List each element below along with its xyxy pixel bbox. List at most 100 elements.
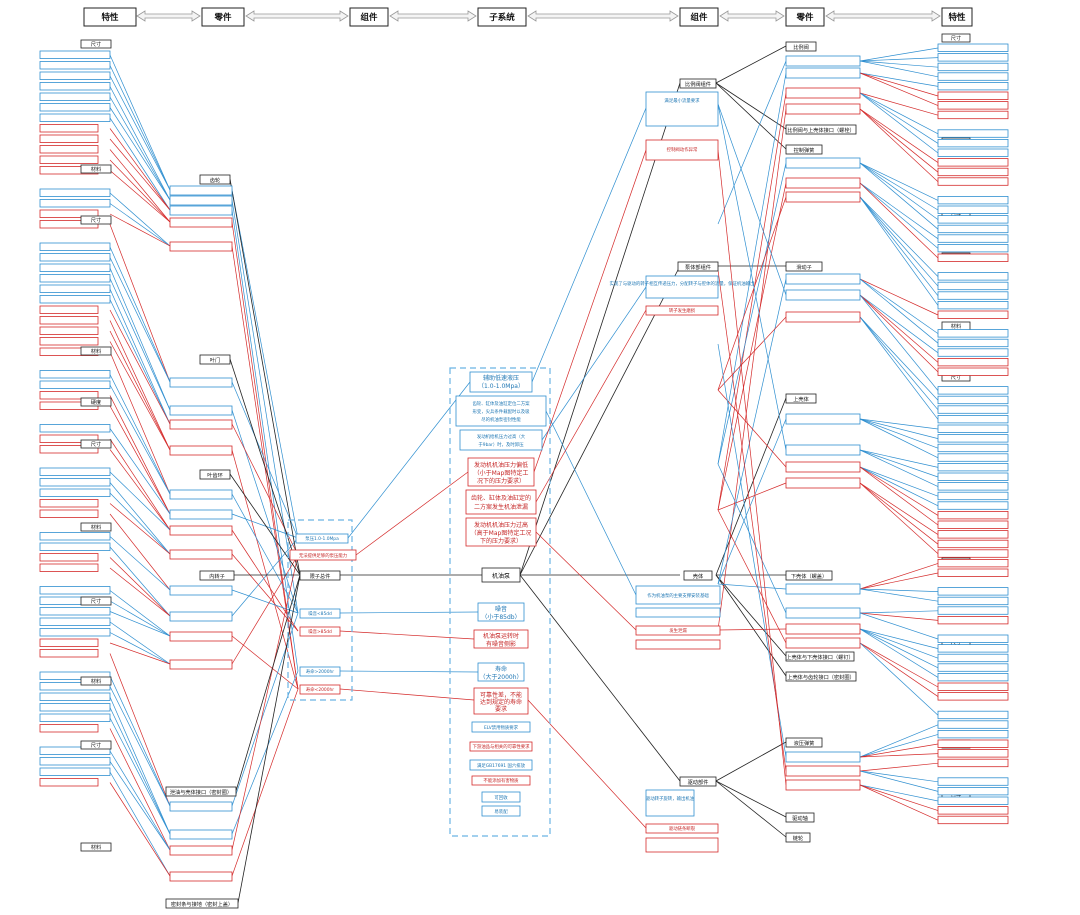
right-feature-row xyxy=(937,158,1009,167)
right-feature-wire xyxy=(859,418,939,459)
fail-seal-box xyxy=(465,489,537,515)
right-blue-wire-3 xyxy=(545,410,637,596)
std1-label: ELV禁用物质要求 xyxy=(484,724,519,731)
left-feature-wire xyxy=(109,75,171,191)
right-feature-wire xyxy=(859,628,939,659)
left-feature-row xyxy=(39,671,111,680)
left-feature-wire xyxy=(109,717,171,835)
left-size-label-3: 尺寸 xyxy=(91,440,101,448)
left-feature-row xyxy=(39,638,99,647)
left-feature-row xyxy=(39,424,111,433)
life-req-line-1: 寿命 xyxy=(495,665,507,673)
right-component-wire xyxy=(715,780,787,838)
left-feature-row xyxy=(39,134,99,143)
left-component-inner-rotor-box xyxy=(199,570,235,581)
left-feature-column xyxy=(39,50,111,787)
left-feature-row xyxy=(39,607,111,616)
left-feature-wire xyxy=(109,203,171,247)
right-feature-wire xyxy=(859,762,939,772)
right-feature-wire xyxy=(859,770,939,792)
left-part-wire xyxy=(231,221,299,690)
header-arrow-2 xyxy=(245,10,349,22)
left-material-box-4 xyxy=(80,676,112,686)
right-feature-row xyxy=(937,720,1009,729)
right-feature-wire xyxy=(859,784,939,811)
right-c1-func: 满足最小流量要求 xyxy=(664,97,700,104)
left-feature-row xyxy=(39,82,111,91)
right-material-label-3: 材料 xyxy=(951,322,961,330)
right-feature-row xyxy=(937,243,1009,253)
left-feature-row xyxy=(39,767,111,776)
right-part-wire xyxy=(717,509,787,644)
left-part-wire xyxy=(231,409,299,614)
right-c5-fail-box xyxy=(645,823,719,834)
right-feature-wire xyxy=(859,482,939,555)
left-feature-wire xyxy=(109,611,171,637)
right-feature-row xyxy=(937,787,1009,796)
right-feature-wire xyxy=(859,316,939,411)
req-pressure-line-1: 辅助低速液压 xyxy=(483,374,519,382)
right-feature-wire xyxy=(859,72,939,106)
right-part-wire xyxy=(717,162,787,465)
left-life-fail: 寿命<2000hr xyxy=(306,686,334,693)
left-size-label-2: 尺寸 xyxy=(91,216,101,224)
right-component-drive: 驱动部件 xyxy=(688,778,709,786)
left-feature-wire xyxy=(109,213,171,247)
left-component-cover-box xyxy=(165,898,239,909)
right-feature-row xyxy=(937,644,1009,653)
right-feature-wire xyxy=(859,743,939,758)
left-part-row xyxy=(169,405,233,416)
right-feature-wire xyxy=(859,162,939,201)
right-part-row xyxy=(785,273,861,285)
left-noise-req: 噪音<85dd xyxy=(308,610,332,617)
header-left-component: 组件 xyxy=(360,12,378,23)
right-feature-row xyxy=(937,739,1009,748)
life-fail-box xyxy=(473,687,529,715)
right-feature-row xyxy=(937,443,1009,453)
right-feature-row xyxy=(937,758,1009,768)
left-feature-wire xyxy=(109,192,171,247)
header-right-component-box xyxy=(679,7,719,27)
left-feature-row xyxy=(39,337,99,346)
right-feature-wire xyxy=(859,563,939,590)
right-feature-wire xyxy=(859,642,939,716)
left-noise-req-box xyxy=(299,608,341,619)
left-component-seal-box xyxy=(165,786,237,797)
header-arrow-6 xyxy=(825,10,941,22)
right-feature-row xyxy=(937,596,1009,606)
left-feature-row xyxy=(39,295,111,304)
right-part-wire xyxy=(717,60,787,225)
right-feature-wire xyxy=(859,612,939,621)
left-part-wire xyxy=(231,589,299,614)
right-feature-row xyxy=(937,224,1009,234)
left-part-row xyxy=(169,241,233,252)
left-feature-wire xyxy=(109,86,171,201)
right-feature-wire xyxy=(859,162,939,230)
right-feature-row xyxy=(937,43,1009,52)
right-feature-row xyxy=(937,357,1009,367)
center-life-wire xyxy=(339,670,479,673)
right-component-wire xyxy=(715,780,787,818)
left-pressure-fail-box xyxy=(289,549,357,561)
header-left-feature: 特性 xyxy=(101,12,119,23)
right-part-valve-joint-box xyxy=(785,124,857,135)
std3-label: 满足GB17691 国六排放 xyxy=(477,762,526,769)
right-feature-wire xyxy=(859,162,939,220)
left-hardness-box xyxy=(80,397,112,407)
center-dashed-frame xyxy=(449,367,551,837)
right-feature-wire xyxy=(859,466,939,497)
right-feature-row xyxy=(937,682,1009,691)
right-c4-func2-box xyxy=(635,607,721,618)
left-noise-fail-box xyxy=(299,626,341,637)
left-feature-row xyxy=(39,617,111,626)
right-feature-row xyxy=(937,348,1009,357)
right-feature-row xyxy=(937,673,1009,682)
left-feature-wire xyxy=(109,257,171,383)
left-feature-row xyxy=(39,478,111,487)
right-feature-wire xyxy=(859,294,939,391)
left-feature-row xyxy=(39,532,111,541)
right-feature-row xyxy=(937,510,1009,520)
right-feature-wire xyxy=(859,449,939,487)
right-feature-wire xyxy=(859,784,939,802)
